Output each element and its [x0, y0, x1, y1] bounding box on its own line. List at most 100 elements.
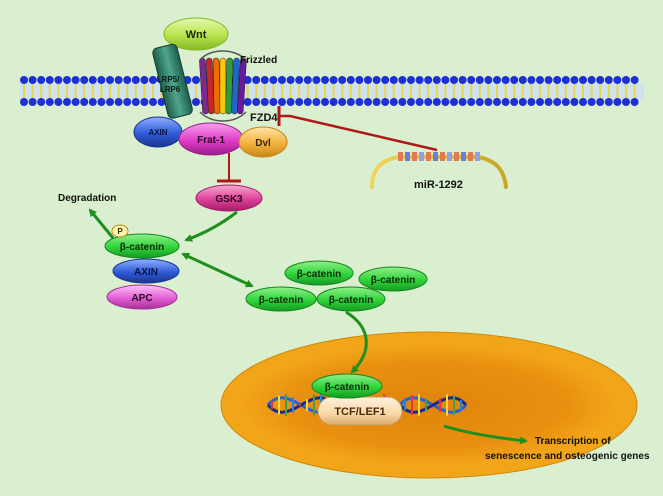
- frat1-label: Frat-1: [197, 135, 225, 146]
- axin-top-label: AXIN: [148, 128, 167, 137]
- lipid-head: [441, 98, 450, 106]
- lipid-head: [441, 76, 450, 84]
- lipid-head: [596, 76, 605, 84]
- lipid-head: [587, 76, 596, 84]
- transcription-label-line1: Transcription of: [535, 436, 611, 447]
- lipid-head: [63, 76, 71, 84]
- free-beta-catenin: β-catenin: [245, 286, 317, 312]
- tcf-label: TCF/LEF1: [334, 406, 385, 418]
- lipid-head: [372, 98, 381, 106]
- lipid-head: [346, 98, 355, 106]
- lipid-head: [286, 76, 295, 84]
- membrane-lipid-tails: [20, 83, 644, 99]
- lipid-head: [553, 98, 562, 106]
- lipid-head: [355, 76, 364, 84]
- lipid-head: [544, 98, 553, 106]
- lipid-head: [613, 98, 622, 106]
- lipid-head: [303, 98, 312, 106]
- mirna-nucleotide: [440, 152, 445, 161]
- lipid-head: [622, 98, 630, 106]
- lipid-head: [192, 76, 200, 84]
- lipid-head: [570, 98, 579, 106]
- lipid-head: [355, 98, 364, 106]
- lipid-head: [372, 76, 381, 84]
- wnt-ligand: Wnt: [163, 17, 229, 51]
- frizzled-helix: [219, 57, 227, 115]
- lipid-head: [501, 76, 510, 84]
- lipid-head: [424, 76, 433, 84]
- lipid-head: [484, 76, 493, 84]
- bcat-nucleus-label: β-catenin: [325, 382, 369, 393]
- lipid-head: [407, 98, 415, 106]
- apc-label: APC: [131, 293, 152, 304]
- apc-protein: APC: [106, 284, 178, 310]
- destruction-complex: APC AXIN β-catenin P: [104, 224, 180, 310]
- lipid-head: [415, 76, 424, 84]
- mirna-nucleotide: [405, 152, 410, 161]
- lipid-head: [518, 76, 527, 84]
- lipid-head: [37, 98, 46, 106]
- lipid-head: [570, 76, 579, 84]
- lipid-head: [398, 76, 407, 84]
- tcf-lef1-protein: TCF/LEF1: [317, 396, 403, 426]
- lipid-head: [467, 76, 476, 84]
- microrna-hairpin-icon: [370, 152, 508, 189]
- mir-inhibition-line: [277, 106, 438, 152]
- mir-label: miR-1292: [414, 179, 463, 191]
- lipid-head: [97, 98, 106, 106]
- frizzled-loop: [199, 111, 247, 122]
- gsk3-phosphorylation-arrow: [184, 210, 238, 242]
- lipid-head: [553, 76, 562, 84]
- dvl-protein: Dvl: [238, 126, 288, 158]
- dvl-label: Dvl: [255, 138, 271, 149]
- equilibrium-arrow: [181, 252, 254, 288]
- lipid-head: [536, 98, 544, 106]
- lipid-head: [114, 76, 123, 84]
- lipid-head: [312, 76, 321, 84]
- lipid-head: [389, 76, 398, 84]
- phosphate-badge: P: [111, 224, 129, 238]
- mirna-nucleotide: [468, 152, 473, 161]
- lipid-head: [518, 98, 527, 106]
- lipid-head: [432, 98, 441, 106]
- lipid-head: [243, 98, 252, 106]
- bcat-free-label: β-catenin: [259, 295, 303, 306]
- lipid-head: [501, 98, 510, 106]
- lipid-head: [613, 76, 622, 84]
- lipid-head: [131, 76, 140, 84]
- nuclear-beta-catenin: β-catenin: [311, 373, 383, 399]
- lipid-head: [364, 76, 372, 84]
- mirna-nucleotide: [454, 152, 459, 161]
- lipid-head: [278, 98, 286, 106]
- lipid-head: [450, 76, 458, 84]
- lipid-head: [630, 98, 639, 106]
- free-beta-catenin: β-catenin: [284, 260, 354, 286]
- lipid-head: [71, 76, 80, 84]
- lipid-head: [114, 98, 123, 106]
- lipid-head: [450, 98, 458, 106]
- frizzled-helix: [212, 57, 221, 115]
- lrp-label-line1: LRP5/: [157, 75, 180, 84]
- lipid-head: [579, 76, 587, 84]
- axin-complex-label: AXIN: [134, 267, 158, 278]
- t-bar-inhibition-icon: [217, 153, 241, 183]
- mirna-nucleotide: [461, 152, 466, 161]
- lipid-head: [622, 76, 630, 84]
- lipid-head: [407, 76, 415, 84]
- lipid-head: [338, 76, 347, 84]
- lipid-head: [329, 76, 338, 84]
- lipid-head: [321, 98, 329, 106]
- lipid-head: [260, 98, 269, 106]
- lipid-head: [88, 98, 97, 106]
- mirna-nucleotide: [398, 152, 403, 161]
- lipid-head: [54, 76, 63, 84]
- lipid-head: [527, 76, 536, 84]
- frizzled-helix: [206, 57, 215, 115]
- lipid-head: [28, 76, 37, 84]
- frizzled-helix: [225, 57, 233, 115]
- lipid-head: [364, 98, 372, 106]
- lipid-head: [131, 98, 140, 106]
- lrp5-lrp6-receptor: LRP5/ LRP6: [152, 43, 193, 119]
- lipid-head: [149, 98, 157, 106]
